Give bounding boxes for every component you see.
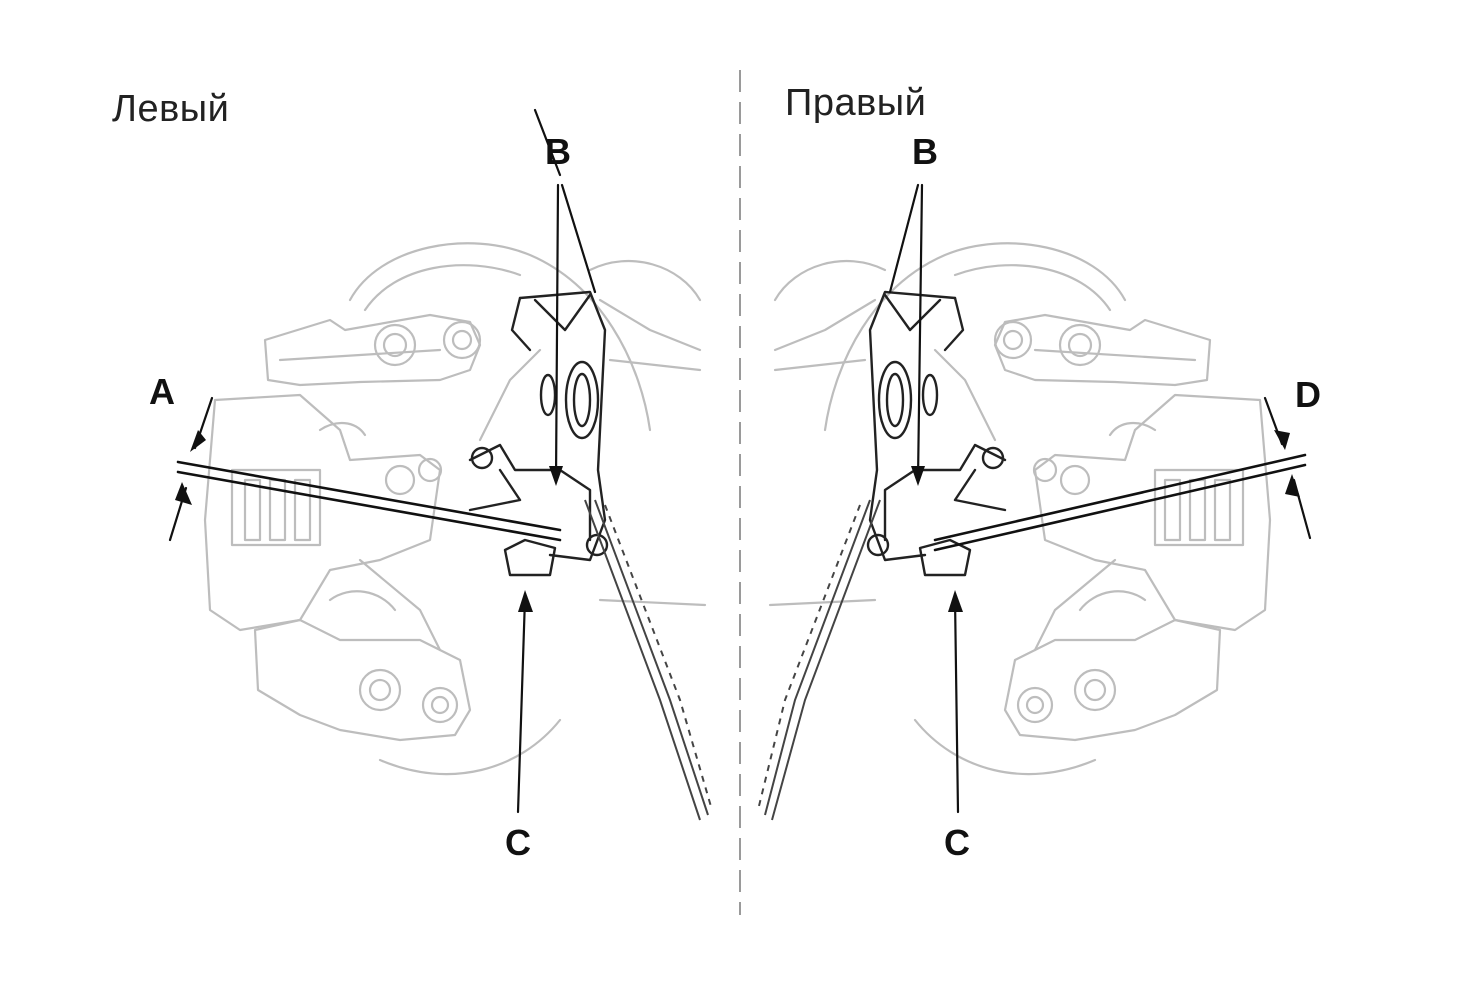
left-caliper-bracket-bottom [253, 618, 472, 742]
right-sensor-bracket [866, 290, 1007, 577]
right-caliper-bracket-bottom [1003, 618, 1222, 742]
left-panel-title: Левый [112, 88, 230, 130]
right-bolt-2 [993, 320, 1033, 360]
left-disc-bottom [378, 718, 562, 776]
right-arrowheads [911, 430, 1300, 612]
callout-a: A [149, 371, 175, 412]
callout-d: D [1295, 374, 1321, 415]
callout-c-right: C [944, 822, 970, 863]
left-brake-hose [584, 499, 713, 821]
right-bolt-1 [1058, 323, 1102, 367]
left-bolt-1 [373, 323, 417, 367]
right-disc-bottom [913, 718, 1097, 776]
right-bolt-4 [1016, 686, 1054, 724]
left-bolt-3 [358, 668, 402, 712]
right-caliper-body [1033, 393, 1272, 632]
left-arrowheads [175, 430, 563, 612]
right-reference-line [933, 453, 1307, 552]
right-assembly [768, 242, 1272, 776]
callout-b-left: B [545, 131, 571, 172]
left-sensor-bracket [468, 290, 609, 577]
right-leader-lines [888, 183, 1312, 814]
right-brake-hose [757, 499, 881, 821]
left-caliper-bracket-top [263, 313, 482, 387]
left-bolt-2 [442, 320, 482, 360]
left-caliper-body [203, 393, 442, 632]
left-reference-line [176, 460, 562, 542]
left-assembly [203, 242, 707, 776]
right-caliper-bracket-top [993, 313, 1212, 387]
left-bolt-4 [421, 686, 459, 724]
left-disc [348, 242, 652, 432]
callout-b-right: B [912, 131, 938, 172]
right-bolt-3 [1073, 668, 1117, 712]
right-disc [823, 242, 1127, 432]
callout-c-left: C [505, 822, 531, 863]
right-panel-title: Правый [785, 82, 927, 124]
left-leader-lines [168, 108, 597, 814]
